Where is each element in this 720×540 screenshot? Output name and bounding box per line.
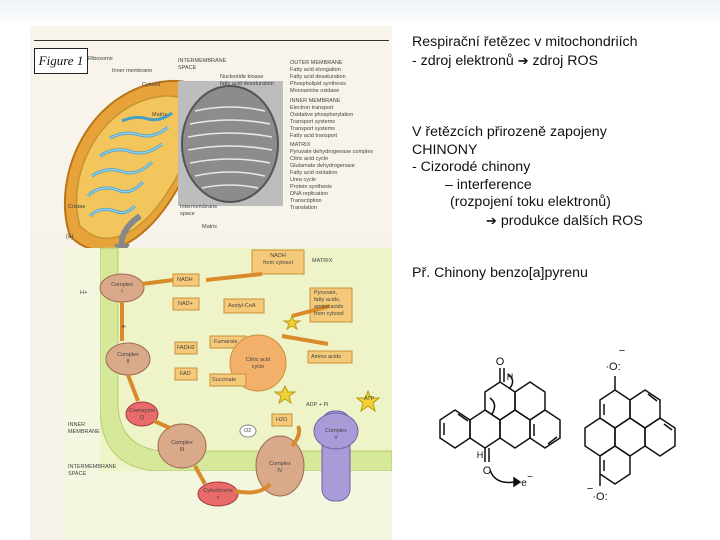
label-amino-acids: Amino acids bbox=[311, 354, 341, 360]
label-matrix-header: MATRIX bbox=[290, 142, 311, 148]
text-panel: Respirační řetězec v mitochondriích - zd… bbox=[412, 34, 712, 70]
label-matrix-chain: MATRIX bbox=[312, 258, 333, 264]
label-matrix-bottom: Matrix bbox=[202, 224, 217, 230]
label-matrix: Matrix bbox=[152, 112, 167, 118]
benzopyrene-quinones: O H H O e − ·O: − ·O: − bbox=[439, 345, 676, 503]
example-section: Př. Chinony benzo[a]pyrenu bbox=[412, 265, 712, 283]
electron-micrograph bbox=[178, 81, 283, 206]
label-pyruvate: Pyruvate, fatty acids, amino acids from … bbox=[314, 290, 344, 317]
label-fad: FAD bbox=[180, 371, 191, 377]
label-complex-2: Complex II bbox=[117, 352, 139, 365]
label-inner-membrane-header: INNER MEMBRANE bbox=[290, 98, 341, 104]
label-intermembrane-space: Intermembrane space bbox=[180, 204, 218, 217]
label-complex-3: Complex III bbox=[171, 440, 193, 453]
label-cytochrome-c: Cytochrome c bbox=[203, 488, 233, 501]
bullet-1: - Cizorodé chinony bbox=[412, 159, 531, 175]
slide-header-band bbox=[0, 0, 720, 26]
label-nadh-cytosol: NADH from cytosol bbox=[263, 253, 293, 266]
label-adp: ADP + Pi bbox=[306, 402, 329, 408]
quinone-section: V řetězcích přirozeně zapojeny CHINONY -… bbox=[412, 124, 712, 230]
quinone-structure-left bbox=[439, 368, 561, 488]
label-inter-list: Nucleotide kinase fatty acid desaturatio… bbox=[220, 74, 274, 87]
respiratory-chain-diagram bbox=[64, 247, 392, 540]
chem-h-bottom: H bbox=[477, 450, 484, 460]
label-complex-4: Complex IV bbox=[269, 461, 291, 474]
label-complex-1: Complex I bbox=[111, 282, 133, 295]
bullet-2: – interference bbox=[445, 176, 532, 193]
label-fadh2: FADH2 bbox=[177, 345, 195, 351]
label-water: H2O bbox=[276, 417, 288, 423]
label-eminus-1: e- bbox=[122, 324, 127, 330]
label-intermembrane-chain: INTERMEMBRANE SPACE bbox=[68, 464, 117, 477]
label-inner-membrane-chain: INNER MEMBRANE bbox=[68, 422, 100, 435]
bullet-4-line: ➔ produkce dalších ROS bbox=[412, 212, 712, 231]
quinone-heading-1: V řetězcích přirozeně zapojeny bbox=[412, 124, 607, 140]
example-text: Př. Chinony benzo[a]pyrenu bbox=[412, 265, 588, 281]
figure-svg bbox=[30, 26, 392, 540]
label-a: (a) bbox=[66, 234, 74, 240]
arrow-icon: ➔ bbox=[486, 212, 497, 228]
mitochondria-figure: Ribosome Inner membrane Cytosol Matrix C… bbox=[30, 26, 392, 540]
label-oxygen: O2 bbox=[244, 428, 252, 434]
label-intermembrane-header: INTERMEMBRANE SPACE bbox=[178, 58, 227, 71]
label-inner-membrane: Inner membrane bbox=[112, 68, 153, 74]
label-coenzyme-q: Coenzyme Q bbox=[128, 408, 156, 421]
mitochondrion-illustration bbox=[63, 79, 208, 252]
label-outer-list: Fatty acid elongation Fatty acid desatur… bbox=[290, 67, 346, 94]
label-inner-list: Electron transport Oxidative phosphoryla… bbox=[290, 105, 354, 139]
chem-oradical-bottom: ·O: bbox=[592, 491, 607, 503]
chem-oradical-top: ·O: bbox=[605, 361, 620, 373]
label-fumarate: Fumarate bbox=[214, 339, 238, 345]
bullet-3: (rozpojení toku elektronů) bbox=[450, 194, 611, 210]
label-matrix-list: Pyruvate dehydrogenase complex Citric ac… bbox=[290, 149, 374, 211]
label-ribosome: Ribosome bbox=[88, 56, 113, 62]
label-hplus-1: H+ bbox=[80, 290, 88, 296]
label-cytosol: Cytosol bbox=[142, 82, 161, 88]
chem-o-bottom: O bbox=[483, 465, 492, 477]
label-citric-cycle: Citric acid cycle bbox=[245, 357, 271, 370]
quinone-structure-right bbox=[584, 376, 676, 486]
quinone-heading-2: CHINONY bbox=[412, 141, 478, 158]
label-acetyl: Acetyl-CoA bbox=[228, 303, 256, 309]
chem-charge-bottom: − bbox=[587, 483, 593, 495]
chem-electron: e bbox=[521, 478, 527, 489]
label-cristae: Cristae bbox=[68, 204, 86, 210]
subtitle-line: - zdroj elektronů ➔ zdroj ROS bbox=[412, 52, 712, 71]
chem-electron-charge: − bbox=[527, 472, 533, 483]
label-succinate: Succinate bbox=[212, 377, 237, 383]
chem-h-top: H bbox=[507, 372, 514, 382]
bullet-4: produkce dalších ROS bbox=[500, 212, 643, 229]
label-nadh: NADH bbox=[177, 277, 193, 283]
figure-rule bbox=[34, 40, 389, 41]
figure-label: Figure 1 bbox=[34, 48, 88, 74]
label-outer-membrane-header: OUTER MEMBRANE bbox=[290, 60, 343, 66]
label-nad: NAD+ bbox=[178, 301, 193, 307]
label-atp: ATP bbox=[364, 396, 375, 402]
subtitle-suffix: zdroj ROS bbox=[532, 52, 598, 69]
chem-o-top: O bbox=[496, 356, 505, 368]
slide-title: Respirační řetězec v mitochondriích bbox=[412, 34, 638, 50]
label-complex-5: Complex V bbox=[325, 428, 347, 441]
chem-charge-top: − bbox=[619, 345, 625, 357]
subtitle-prefix: - zdroj elektronů bbox=[412, 52, 514, 69]
arrow-icon: ➔ bbox=[517, 52, 529, 68]
